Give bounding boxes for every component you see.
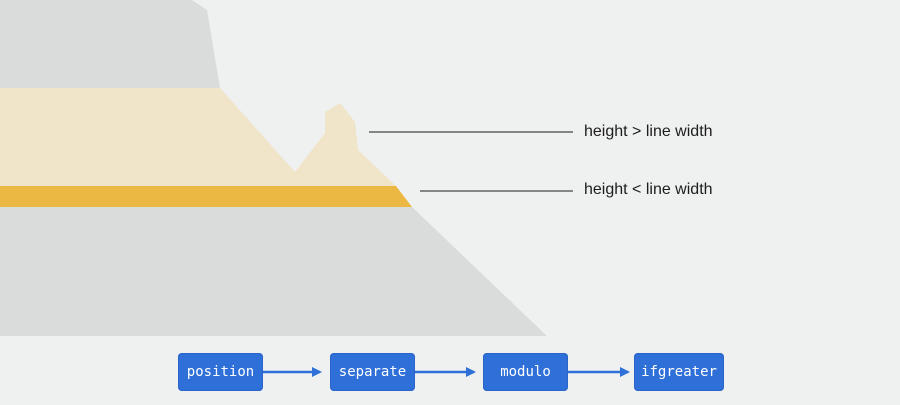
gray-terrain-lower — [0, 207, 547, 336]
orange-band — [0, 186, 412, 207]
node-position[interactable]: position — [178, 353, 263, 391]
beige-layer — [0, 88, 396, 186]
gray-terrain — [0, 0, 220, 88]
annotation-thin-label: height < line width — [584, 181, 713, 198]
annotation-tall-label: height > line width — [584, 123, 713, 140]
node-modulo[interactable]: modulo — [483, 353, 568, 391]
node-separate[interactable]: separate — [330, 353, 415, 391]
node-ifgreater[interactable]: ifgreater — [634, 353, 724, 391]
